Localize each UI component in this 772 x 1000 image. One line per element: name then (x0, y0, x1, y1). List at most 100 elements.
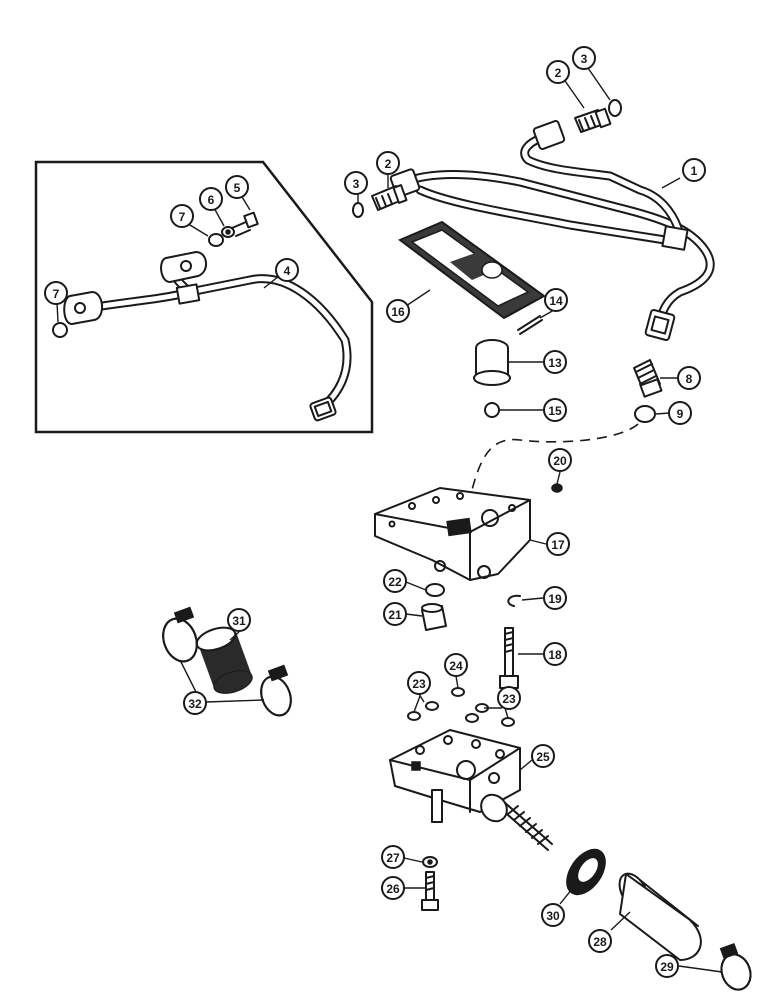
callouts: 1 2 3 2 3 4 5 6 7 7 8 9 13 14 15 16 17 1… (44, 46, 706, 978)
bolt-part-26 (421, 871, 439, 911)
svg-text:16: 16 (391, 305, 405, 319)
svg-text:2: 2 (555, 66, 562, 80)
svg-text:31: 31 (232, 614, 246, 628)
callout-24: 24 (444, 653, 468, 677)
oring-part-23-left (407, 701, 439, 721)
callout-13: 13 (543, 350, 567, 374)
gasket-part-16 (398, 220, 546, 320)
callout-7: 7 (44, 281, 68, 305)
callout-2: 2 (546, 60, 570, 84)
sleeve-part-13 (473, 339, 511, 386)
snap-ring-part-19 (507, 594, 521, 607)
svg-text:4: 4 (284, 264, 291, 278)
callout-7: 7 (170, 204, 194, 228)
svg-text:22: 22 (388, 575, 402, 589)
callout-19: 19 (543, 586, 567, 610)
plug-part-20 (551, 483, 563, 493)
svg-text:24: 24 (449, 659, 463, 673)
svg-text:19: 19 (548, 592, 562, 606)
callout-32: 32 (183, 691, 207, 715)
svg-text:14: 14 (549, 294, 563, 308)
pin-part-14 (517, 315, 543, 335)
callout-4: 4 (275, 258, 299, 282)
gasket-part-7-lower (52, 322, 68, 338)
fitting-part-2-left (371, 184, 408, 211)
svg-text:2: 2 (385, 157, 392, 171)
svg-text:27: 27 (386, 851, 400, 865)
washer-part-3-top (608, 99, 622, 117)
svg-text:7: 7 (53, 287, 60, 301)
svg-text:30: 30 (546, 909, 560, 923)
svg-text:17: 17 (551, 538, 565, 552)
svg-text:6: 6 (208, 193, 215, 207)
callout-16: 16 (386, 299, 410, 323)
valve-body-part-17 (374, 487, 531, 581)
svg-text:18: 18 (548, 648, 562, 662)
alignment-line (471, 423, 639, 491)
callout-28: 28 (588, 929, 612, 953)
callout-5: 5 (225, 175, 249, 199)
svg-text:7: 7 (179, 210, 186, 224)
callout-22: 22 (383, 569, 407, 593)
callout-15: 15 (543, 398, 567, 422)
svg-text:21: 21 (388, 608, 402, 622)
svg-text:15: 15 (548, 404, 562, 418)
callout-18: 18 (543, 642, 567, 666)
washer-part-6 (221, 226, 235, 238)
tube-assembly-part-1 (389, 120, 715, 341)
callout-30: 30 (541, 903, 565, 927)
clamp-part-32-right (260, 664, 292, 717)
callout-23: 23 (407, 671, 431, 695)
washer-part-27 (422, 856, 438, 868)
callout-26: 26 (381, 876, 405, 900)
callout-20: 20 (548, 448, 572, 472)
hose-part-31 (195, 626, 253, 694)
callout-9: 9 (668, 401, 692, 425)
callout-29: 29 (655, 954, 679, 978)
callout-6: 6 (199, 187, 223, 211)
callout-31: 31 (227, 608, 251, 632)
svg-text:28: 28 (593, 935, 607, 949)
svg-text:32: 32 (188, 697, 202, 711)
svg-text:25: 25 (536, 750, 550, 764)
gasket-part-7-upper (208, 233, 224, 247)
leader-lines (56, 67, 723, 973)
callout-14: 14 (544, 288, 568, 312)
oring-part-24 (451, 687, 465, 697)
svg-text:26: 26 (386, 882, 400, 896)
fitting-part-2-top (574, 107, 612, 133)
svg-text:1: 1 (691, 164, 698, 178)
svg-text:9: 9 (677, 407, 684, 421)
clamp-part-32-left (162, 606, 198, 663)
callout-1: 1 (682, 158, 706, 182)
callout-23: 23 (497, 686, 521, 710)
bolt-part-18 (499, 627, 519, 689)
valve-housing-part-25 (389, 729, 553, 851)
oring-part-22 (425, 583, 445, 597)
clamp-part-29 (719, 942, 752, 991)
svg-text:20: 20 (553, 454, 567, 468)
plug-part-21 (421, 603, 447, 631)
svg-text:3: 3 (581, 52, 588, 66)
callout-3: 3 (572, 46, 596, 70)
seal-part-30 (566, 848, 606, 896)
callout-17: 17 (546, 532, 570, 556)
fitting-part-8 (633, 359, 663, 398)
callout-25: 25 (531, 744, 555, 768)
callout-3: 3 (344, 171, 368, 195)
bolt-part-5 (231, 211, 259, 237)
svg-text:8: 8 (686, 372, 693, 386)
svg-text:5: 5 (234, 181, 241, 195)
inset-panel (34, 160, 374, 434)
boot-part-28 (618, 872, 702, 961)
washer-part-9 (634, 405, 656, 423)
alt-tube-part-4 (63, 251, 352, 422)
svg-text:29: 29 (660, 960, 674, 974)
callout-2: 2 (376, 151, 400, 175)
callout-21: 21 (383, 602, 407, 626)
svg-text:13: 13 (548, 356, 562, 370)
svg-text:23: 23 (502, 692, 516, 706)
svg-text:23: 23 (412, 677, 426, 691)
washer-part-3-left (352, 202, 364, 218)
